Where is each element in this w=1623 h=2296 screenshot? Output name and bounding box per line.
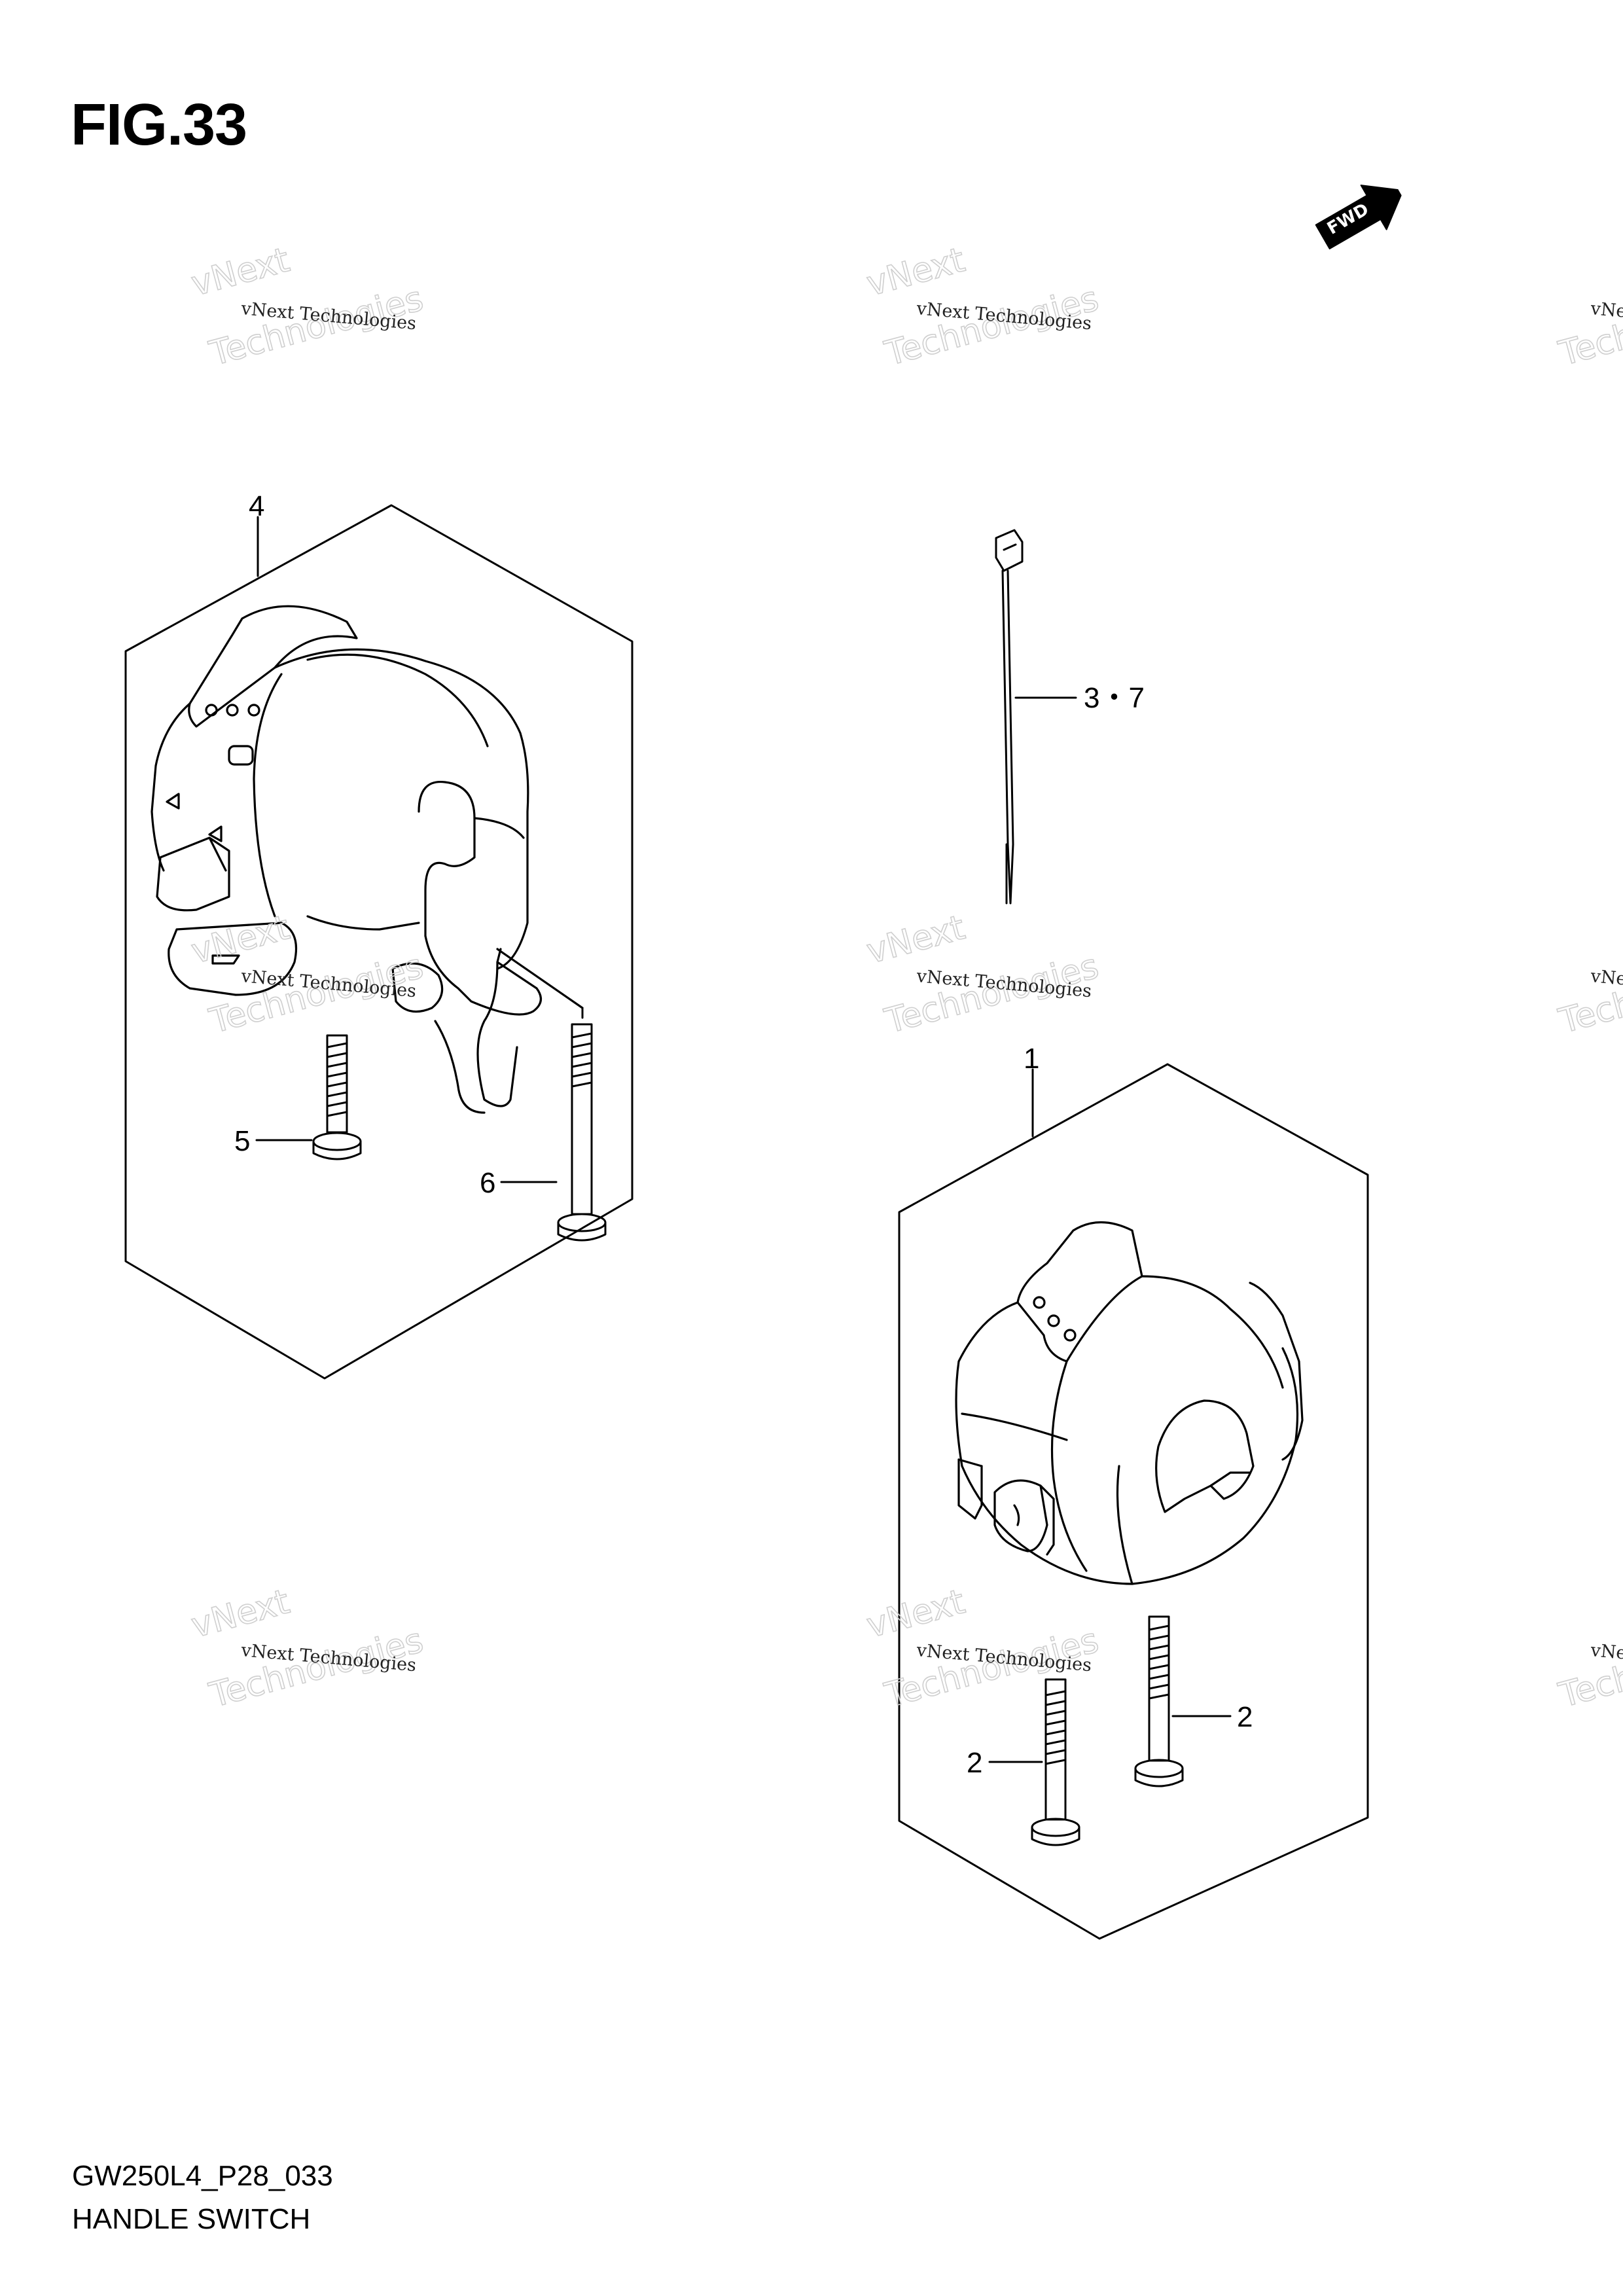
diagram-code: GW250L4_P28_033	[72, 2160, 333, 2192]
figure-title: FIG.33	[71, 92, 247, 158]
watermark: vNext Technologies vNext Technologies	[862, 908, 1103, 1042]
part-2-screw-icon-upper	[1134, 1615, 1184, 1787]
callout-1: 1	[1024, 1043, 1039, 1075]
watermark: Technologies vNext Technologies	[1554, 946, 1623, 1042]
svg-text:Technologies: Technologies	[1555, 279, 1623, 374]
part-4-boundary	[124, 504, 633, 1380]
fwd-arrow-icon: FWD	[1315, 185, 1402, 250]
svg-text:Technologies: Technologies	[1555, 1621, 1623, 1715]
svg-text:vNext: vNext	[863, 1582, 969, 1645]
callout-2-lower: 2	[967, 1747, 982, 1779]
svg-text:Technologies: Technologies	[1555, 946, 1623, 1041]
watermark: Technologies vNext Technologies	[1554, 279, 1623, 374]
callout-4: 4	[249, 490, 264, 522]
watermark: vNext Technologies vNext Technologies	[187, 240, 427, 374]
diagram-title: HANDLE SWITCH	[72, 2203, 311, 2235]
watermark: vNext Technologies vNext Technologies	[187, 1582, 427, 1716]
part-6-screw-icon	[557, 1007, 607, 1242]
svg-text:vNext: vNext	[187, 908, 293, 971]
part-1-boundary	[898, 1063, 1369, 1940]
svg-text:vNext: vNext	[863, 240, 969, 304]
part-5-screw-icon	[312, 1034, 362, 1160]
svg-text:vNext: vNext	[187, 1582, 293, 1645]
svg-text:vNext: vNext	[187, 240, 293, 304]
watermark: vNext Technologies vNext Technologies	[862, 240, 1103, 374]
callout-2-upper: 2	[1237, 1701, 1253, 1733]
part-2-screw-icon-lower	[1031, 1678, 1080, 1846]
callout-5: 5	[234, 1125, 250, 1157]
watermark: Technologies vNext Technologies	[1554, 1621, 1623, 1716]
left-handle-switch-icon	[151, 605, 584, 1114]
right-handle-switch-icon	[955, 1221, 1304, 1585]
callout-3-7: 3・7	[1084, 682, 1145, 714]
svg-text:vNext: vNext	[863, 908, 969, 971]
watermark-group: vNext Technologies vNext Technologies vN…	[187, 240, 1623, 1716]
cable-tie-icon	[995, 529, 1024, 905]
callout-6: 6	[480, 1167, 495, 1199]
